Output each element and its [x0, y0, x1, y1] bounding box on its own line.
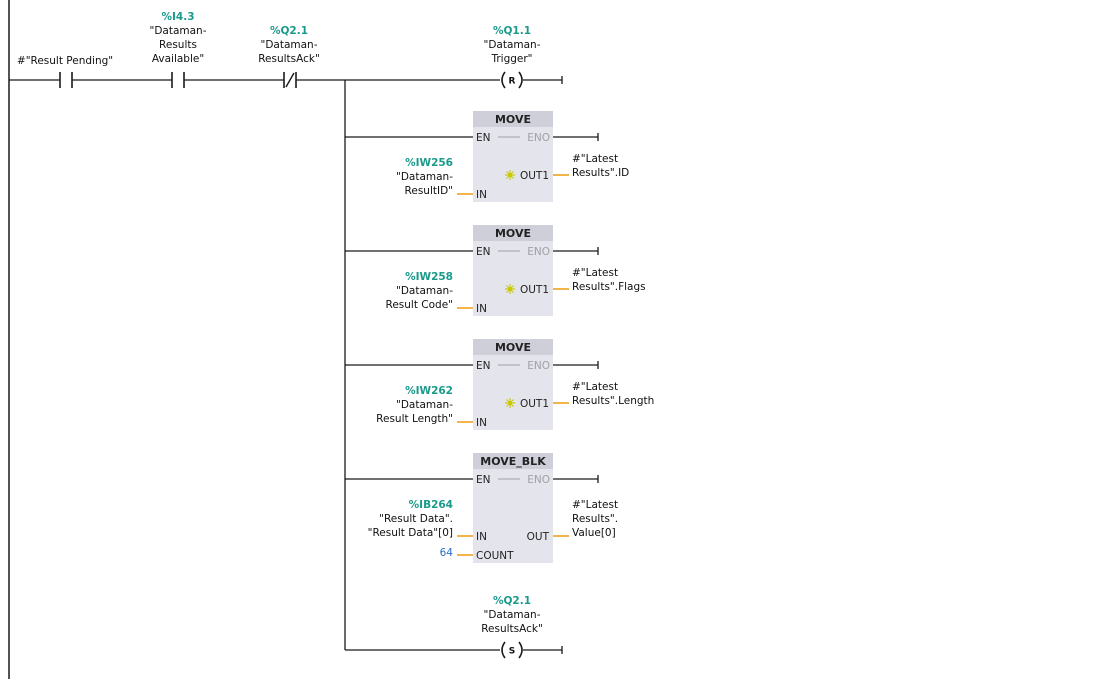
- sparkle-icon: [505, 170, 515, 180]
- eno-pin: ENO: [527, 132, 550, 144]
- count-constant: 64: [440, 547, 454, 559]
- out-operand: Value[0]: [572, 527, 616, 539]
- coil-address: %Q1.1: [493, 25, 531, 37]
- en-pin: EN: [476, 360, 491, 372]
- in-operand: Result Code": [386, 299, 454, 311]
- out-pin: OUT1: [520, 170, 549, 182]
- contact-result-pending[interactable]: #"Result Pending": [17, 55, 113, 88]
- in-operand: ResultID": [405, 185, 453, 197]
- out-operand: #"Latest: [572, 499, 618, 511]
- in-address: %IW262: [405, 385, 453, 397]
- coil-type: R: [509, 77, 516, 87]
- out-operand: #"Latest: [572, 381, 618, 393]
- contact-address: %Q2.1: [270, 25, 308, 37]
- move-block-length[interactable]: MOVE EN ENO IN OUT1 %IW262 "Dataman- Res…: [376, 339, 654, 430]
- in-pin: IN: [476, 189, 487, 201]
- in-operand: Result Length": [376, 413, 453, 425]
- eno-pin: ENO: [527, 474, 550, 486]
- out-pin: OUT1: [520, 398, 549, 410]
- out-operand: Results".Flags: [572, 281, 646, 293]
- coil-trigger-reset[interactable]: R %Q1.1 "Dataman- Trigger": [483, 25, 563, 89]
- count-pin: COUNT: [476, 550, 514, 562]
- coil-type: S: [509, 647, 515, 657]
- in-operand: "Result Data"[0]: [368, 527, 453, 539]
- contact-label: Available": [152, 53, 204, 65]
- out-operand: Results".ID: [572, 167, 629, 179]
- eno-pin: ENO: [527, 246, 550, 258]
- out-operand: Results".Length: [572, 395, 654, 407]
- in-address: %IW256: [405, 157, 453, 169]
- coil-address: %Q2.1: [493, 595, 531, 607]
- eno-pin: ENO: [527, 360, 550, 372]
- contact-address: %I4.3: [161, 11, 194, 23]
- out-operand: #"Latest: [572, 153, 618, 165]
- move-block-id[interactable]: MOVE EN ENO IN OUT1 %IW256 "Dataman- Res…: [396, 111, 629, 202]
- coil-label: ResultsAck": [481, 623, 543, 635]
- out-pin: OUT1: [520, 284, 549, 296]
- coil-results-ack-set[interactable]: S %Q2.1 "Dataman- ResultsAck": [481, 595, 563, 659]
- in-operand: "Result Data".: [379, 513, 453, 525]
- in-address: %IW258: [405, 271, 453, 283]
- block-title: MOVE: [495, 113, 531, 126]
- en-pin: EN: [476, 246, 491, 258]
- contact-label: "Dataman-: [149, 25, 206, 37]
- contact-results-ack-nc[interactable]: %Q2.1 "Dataman- ResultsAck": [258, 25, 320, 88]
- en-pin: EN: [476, 474, 491, 486]
- in-pin: IN: [476, 531, 487, 543]
- in-address: %IB264: [409, 499, 453, 511]
- out-operand: Results".: [572, 513, 618, 525]
- contact-results-available[interactable]: %I4.3 "Dataman- Results Available": [149, 11, 207, 88]
- out-operand: #"Latest: [572, 267, 618, 279]
- in-operand: "Dataman-: [396, 399, 453, 411]
- block-title: MOVE_BLK: [480, 455, 546, 468]
- block-title: MOVE: [495, 341, 531, 354]
- contact-label: ResultsAck": [258, 53, 320, 65]
- contact-label: #"Result Pending": [17, 55, 113, 67]
- sparkle-icon: [505, 398, 515, 408]
- contact-label: Results: [159, 39, 197, 51]
- en-pin: EN: [476, 132, 491, 144]
- block-title: MOVE: [495, 227, 531, 240]
- in-pin: IN: [476, 417, 487, 429]
- move-blk-block[interactable]: MOVE_BLK EN ENO IN OUT COUNT %IB264 "Res…: [368, 453, 618, 563]
- move-block-flags[interactable]: MOVE EN ENO IN OUT1 %IW258 "Dataman- Res…: [386, 225, 646, 316]
- sparkle-icon: [505, 284, 515, 294]
- in-operand: "Dataman-: [396, 285, 453, 297]
- coil-label: "Dataman-: [483, 609, 540, 621]
- coil-label: "Dataman-: [483, 39, 540, 51]
- contact-label: "Dataman-: [260, 39, 317, 51]
- out-pin: OUT: [527, 531, 550, 543]
- coil-label: Trigger": [490, 53, 532, 65]
- in-operand: "Dataman-: [396, 171, 453, 183]
- in-pin: IN: [476, 303, 487, 315]
